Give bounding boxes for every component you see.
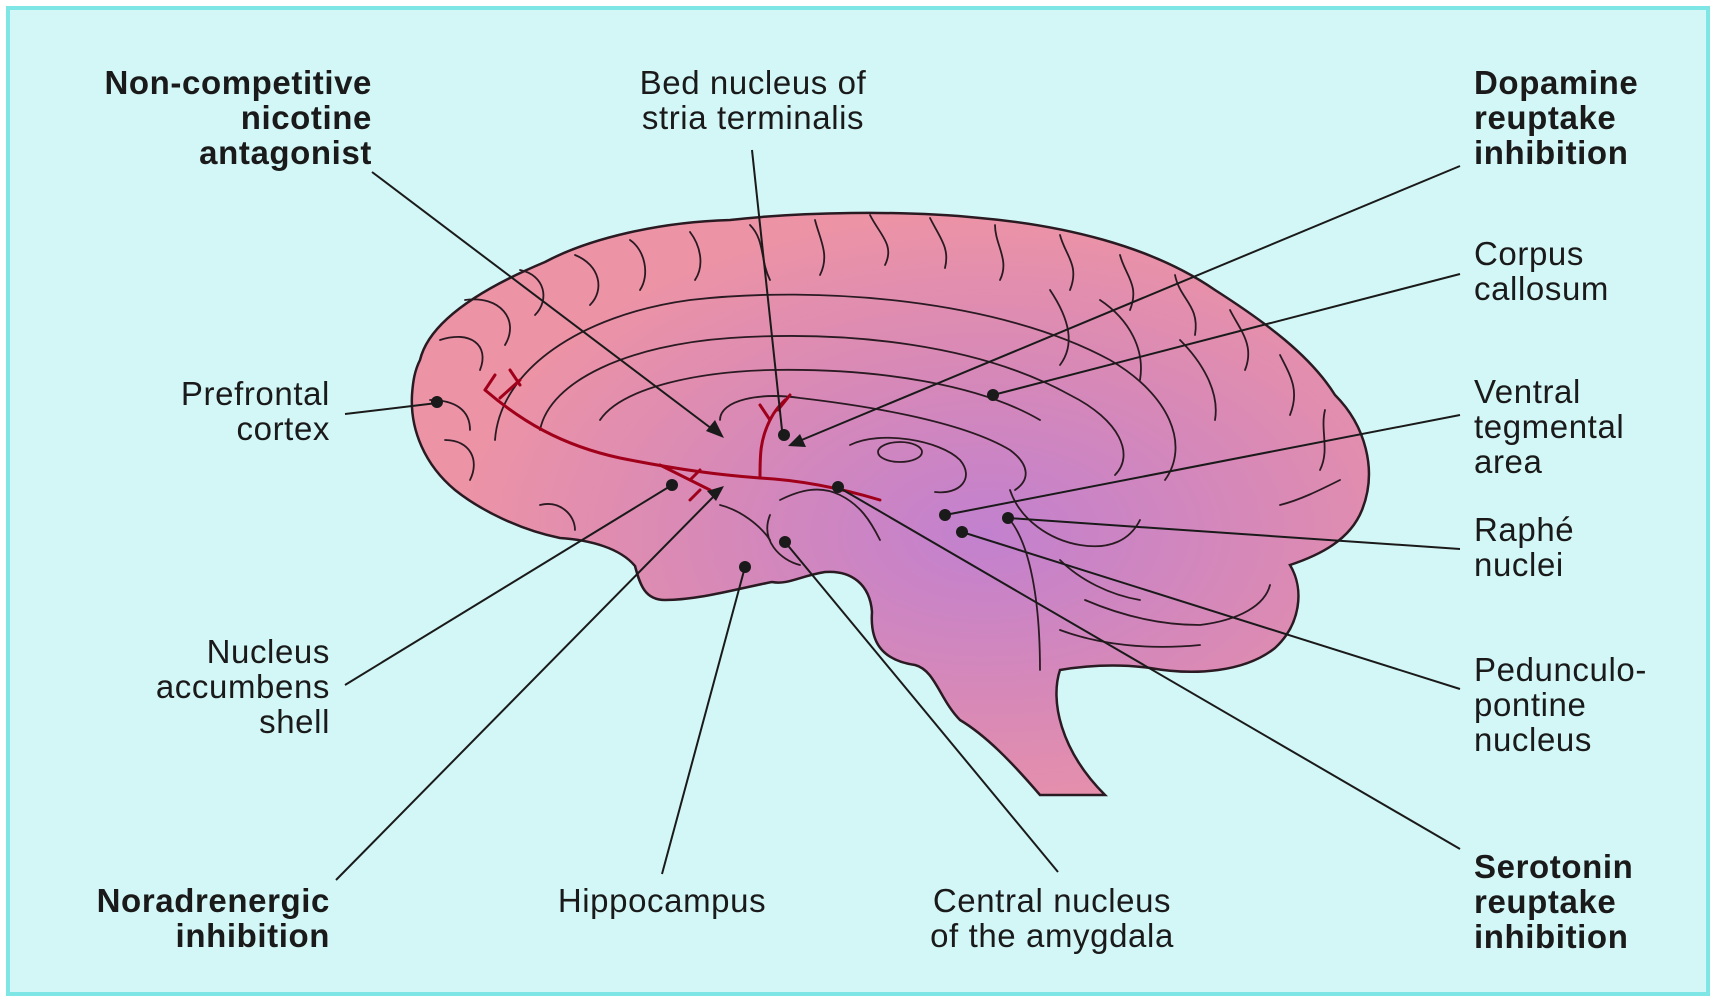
dot-central-nucleus	[779, 536, 791, 548]
label-dopamine-reuptake-inhibition: Dopamine reuptake inhibition	[1474, 65, 1694, 170]
leader-hippocampus	[662, 567, 745, 874]
label-ventral-tegmental-area: Ventral tegmental area	[1474, 374, 1694, 479]
dot-raphe	[1002, 512, 1014, 524]
dot-nucleus-accumbens	[666, 479, 678, 491]
dot-ventral-tegmental	[939, 509, 951, 521]
dot-pedunculopontine	[956, 526, 968, 538]
dot-corpus-callosum	[987, 389, 999, 401]
leader-noradrenergic	[336, 490, 720, 880]
label-central-nucleus-amygdala: Central nucleus of the amygdala	[902, 883, 1202, 953]
dot-bed-nucleus	[778, 429, 790, 441]
label-hippocampus: Hippocampus	[532, 883, 792, 918]
label-bed-nucleus-stria-terminalis: Bed nucleus of stria terminalis	[590, 65, 916, 135]
label-nucleus-accumbens-shell: Nucleus accumbens shell	[90, 634, 330, 739]
label-serotonin-reuptake-inhibition: Serotonin reuptake inhibition	[1474, 849, 1694, 954]
label-corpus-callosum: Corpus callosum	[1474, 236, 1694, 306]
label-prefrontal-cortex: Prefrontal cortex	[120, 376, 330, 446]
dot-prefrontal-cortex	[431, 396, 443, 408]
label-non-competitive-nicotine-antagonist: Non-competitive nicotine antagonist	[40, 65, 372, 170]
label-pedunculopontine-nucleus: Pedunculo- pontine nucleus	[1474, 652, 1704, 757]
dot-serotonin-target	[832, 481, 844, 493]
dot-hippocampus	[739, 561, 751, 573]
label-noradrenergic-inhibition: Noradrenergic inhibition	[40, 883, 330, 953]
label-raphe-nuclei: Raphé nuclei	[1474, 512, 1694, 582]
